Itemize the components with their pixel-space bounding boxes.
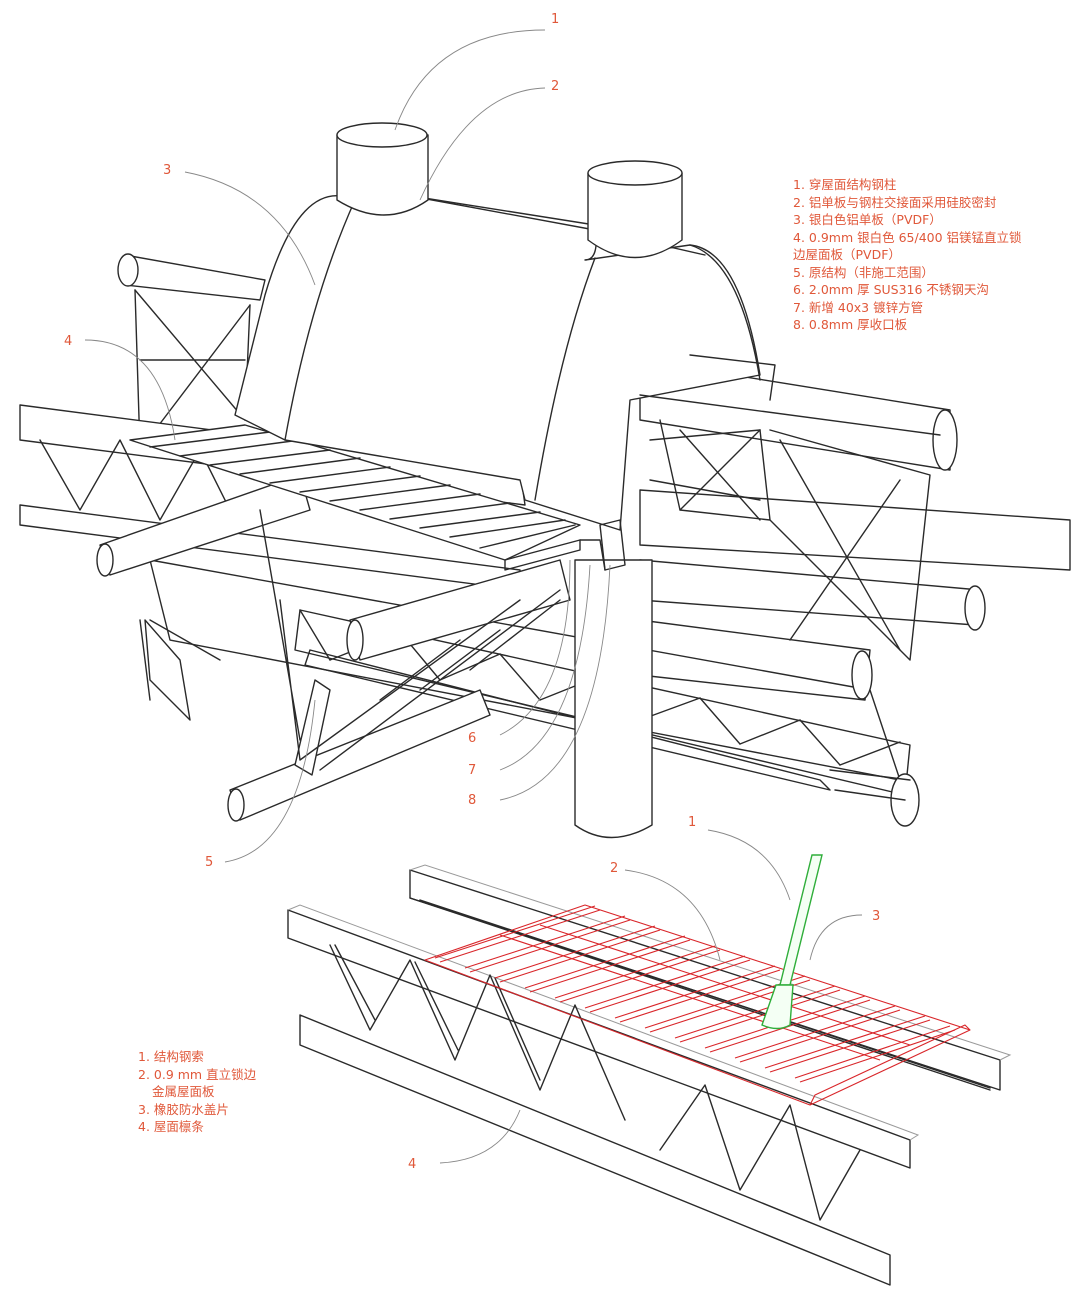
upper-legend-item: 边屋面板（PVDF） bbox=[793, 247, 901, 262]
callout-upper-8: 8 bbox=[468, 793, 477, 808]
right-truss bbox=[639, 359, 1071, 701]
upper-roof-assembly bbox=[19, 29, 1071, 863]
upper-legend-item: 5. 原结构（非施工范围） bbox=[793, 264, 934, 280]
lower-legend-item: 4. 屋面檩条 bbox=[138, 1119, 204, 1134]
callout-upper-4: 4 bbox=[64, 334, 73, 349]
callout-upper-3: 3 bbox=[163, 163, 172, 178]
callout-upper-5: 5 bbox=[205, 855, 214, 870]
lower-legend-item: 1. 结构钢索 bbox=[138, 1049, 204, 1064]
lower-legend-item: 2. 0.9 mm 直立锁边 bbox=[138, 1066, 257, 1082]
upper-legend-item: 1. 穿屋面结构钢柱 bbox=[793, 177, 897, 192]
upper-legend: 1. 穿屋面结构钢柱 2. 铝单板与钢柱交接面采用硅胶密封 3. 银白色铝单板（… bbox=[793, 176, 1022, 334]
upper-legend-item: 4. 0.9mm 银白色 65/400 铝镁锰直立锁 bbox=[793, 229, 1022, 245]
standing-seam-roof bbox=[129, 424, 581, 571]
steel-cable bbox=[761, 854, 823, 1030]
callout-upper-7: 7 bbox=[468, 763, 477, 778]
central-column bbox=[574, 559, 653, 839]
front-purlin bbox=[287, 904, 920, 1286]
upper-legend-item: 3. 银白色铝单板（PVDF） bbox=[793, 212, 942, 227]
callout-upper-2: 2 bbox=[551, 79, 560, 94]
callout-lower-3: 3 bbox=[872, 909, 881, 924]
upper-legend-item: 2. 铝单板与钢柱交接面采用硅胶密封 bbox=[793, 194, 997, 210]
callout-upper-6: 6 bbox=[468, 731, 477, 746]
roof-columns bbox=[336, 122, 683, 259]
back-purlin bbox=[409, 864, 1012, 1091]
callout-upper-1: 1 bbox=[551, 12, 560, 27]
lower-legend-item: 金属屋面板 bbox=[152, 1084, 215, 1099]
bottom-braces bbox=[227, 509, 561, 822]
lower-legend-item: 3. 橡胶防水盖片 bbox=[138, 1101, 229, 1117]
callout-lower-4: 4 bbox=[408, 1157, 417, 1172]
upper-legend-item: 8. 0.8mm 厚收口板 bbox=[793, 317, 908, 332]
upper-leaders bbox=[84, 29, 611, 863]
lower-roof-detail bbox=[287, 829, 1012, 1286]
red-roof-panels bbox=[424, 904, 971, 1106]
upper-chord bbox=[639, 354, 941, 501]
upper-legend-item: 6. 2.0mm 厚 SUS316 不锈钢天沟 bbox=[793, 282, 989, 297]
callout-lower-2: 2 bbox=[610, 861, 619, 876]
lower-leaders bbox=[439, 829, 863, 1164]
upper-legend-item: 7. 新增 40x3 镀锌方管 bbox=[793, 299, 924, 315]
callout-lower-1: 1 bbox=[688, 815, 697, 830]
lower-legend: 1. 结构钢索 2. 0.9 mm 直立锁边 金属屋面板 3. 橡胶防水盖片 4… bbox=[138, 1048, 256, 1136]
